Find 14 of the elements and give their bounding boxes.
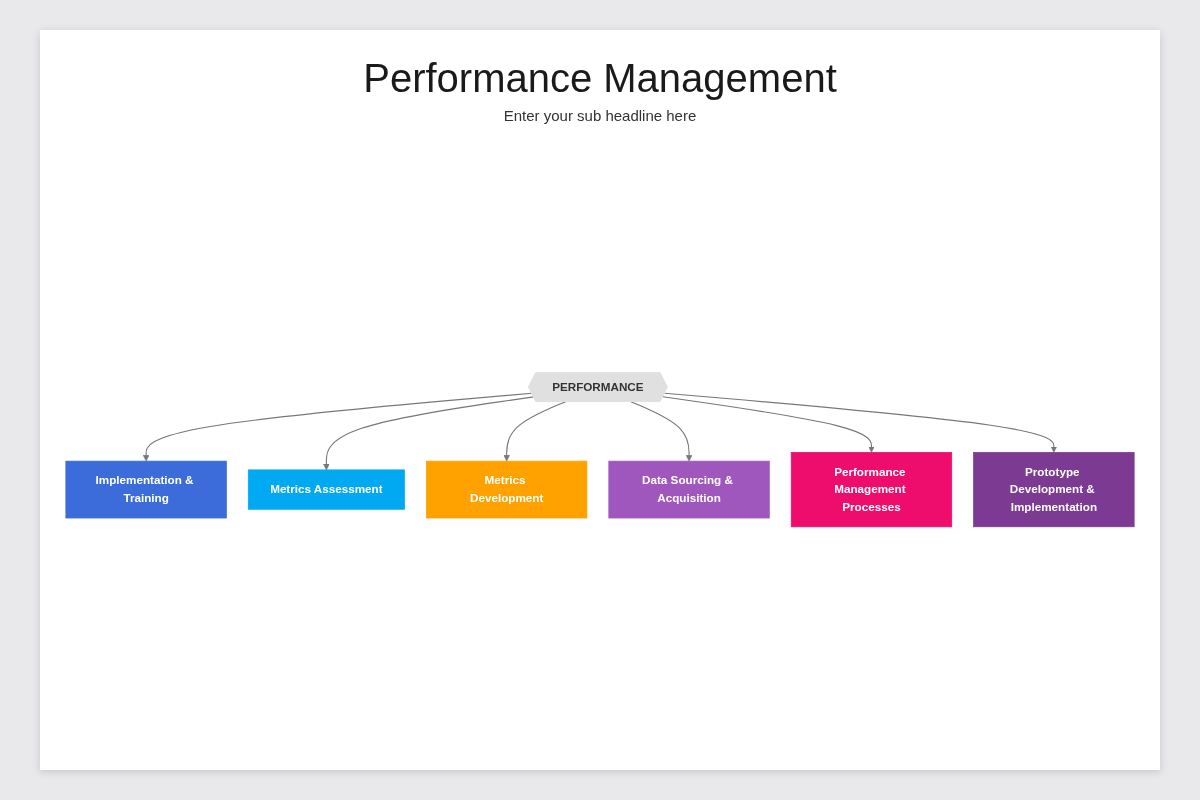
arrow [323,396,535,471]
node-box: Implementation & Training [65,460,227,519]
arrow [664,392,1058,453]
arrow [503,401,567,462]
node-box: Data Sourcing & Acquisition [608,460,770,519]
arrow [662,396,875,453]
arrow [142,392,533,462]
node-box: Metrics Development [426,460,588,519]
node-box: Prototype Development & Implementation [973,452,1135,528]
subtitle: Enter your sub headline here [502,107,698,124]
title: Performance Management [362,56,838,101]
node-box: Metrics Assessment [247,469,405,510]
arrow [630,401,693,462]
node-box: Performance Management Processes [790,452,953,528]
